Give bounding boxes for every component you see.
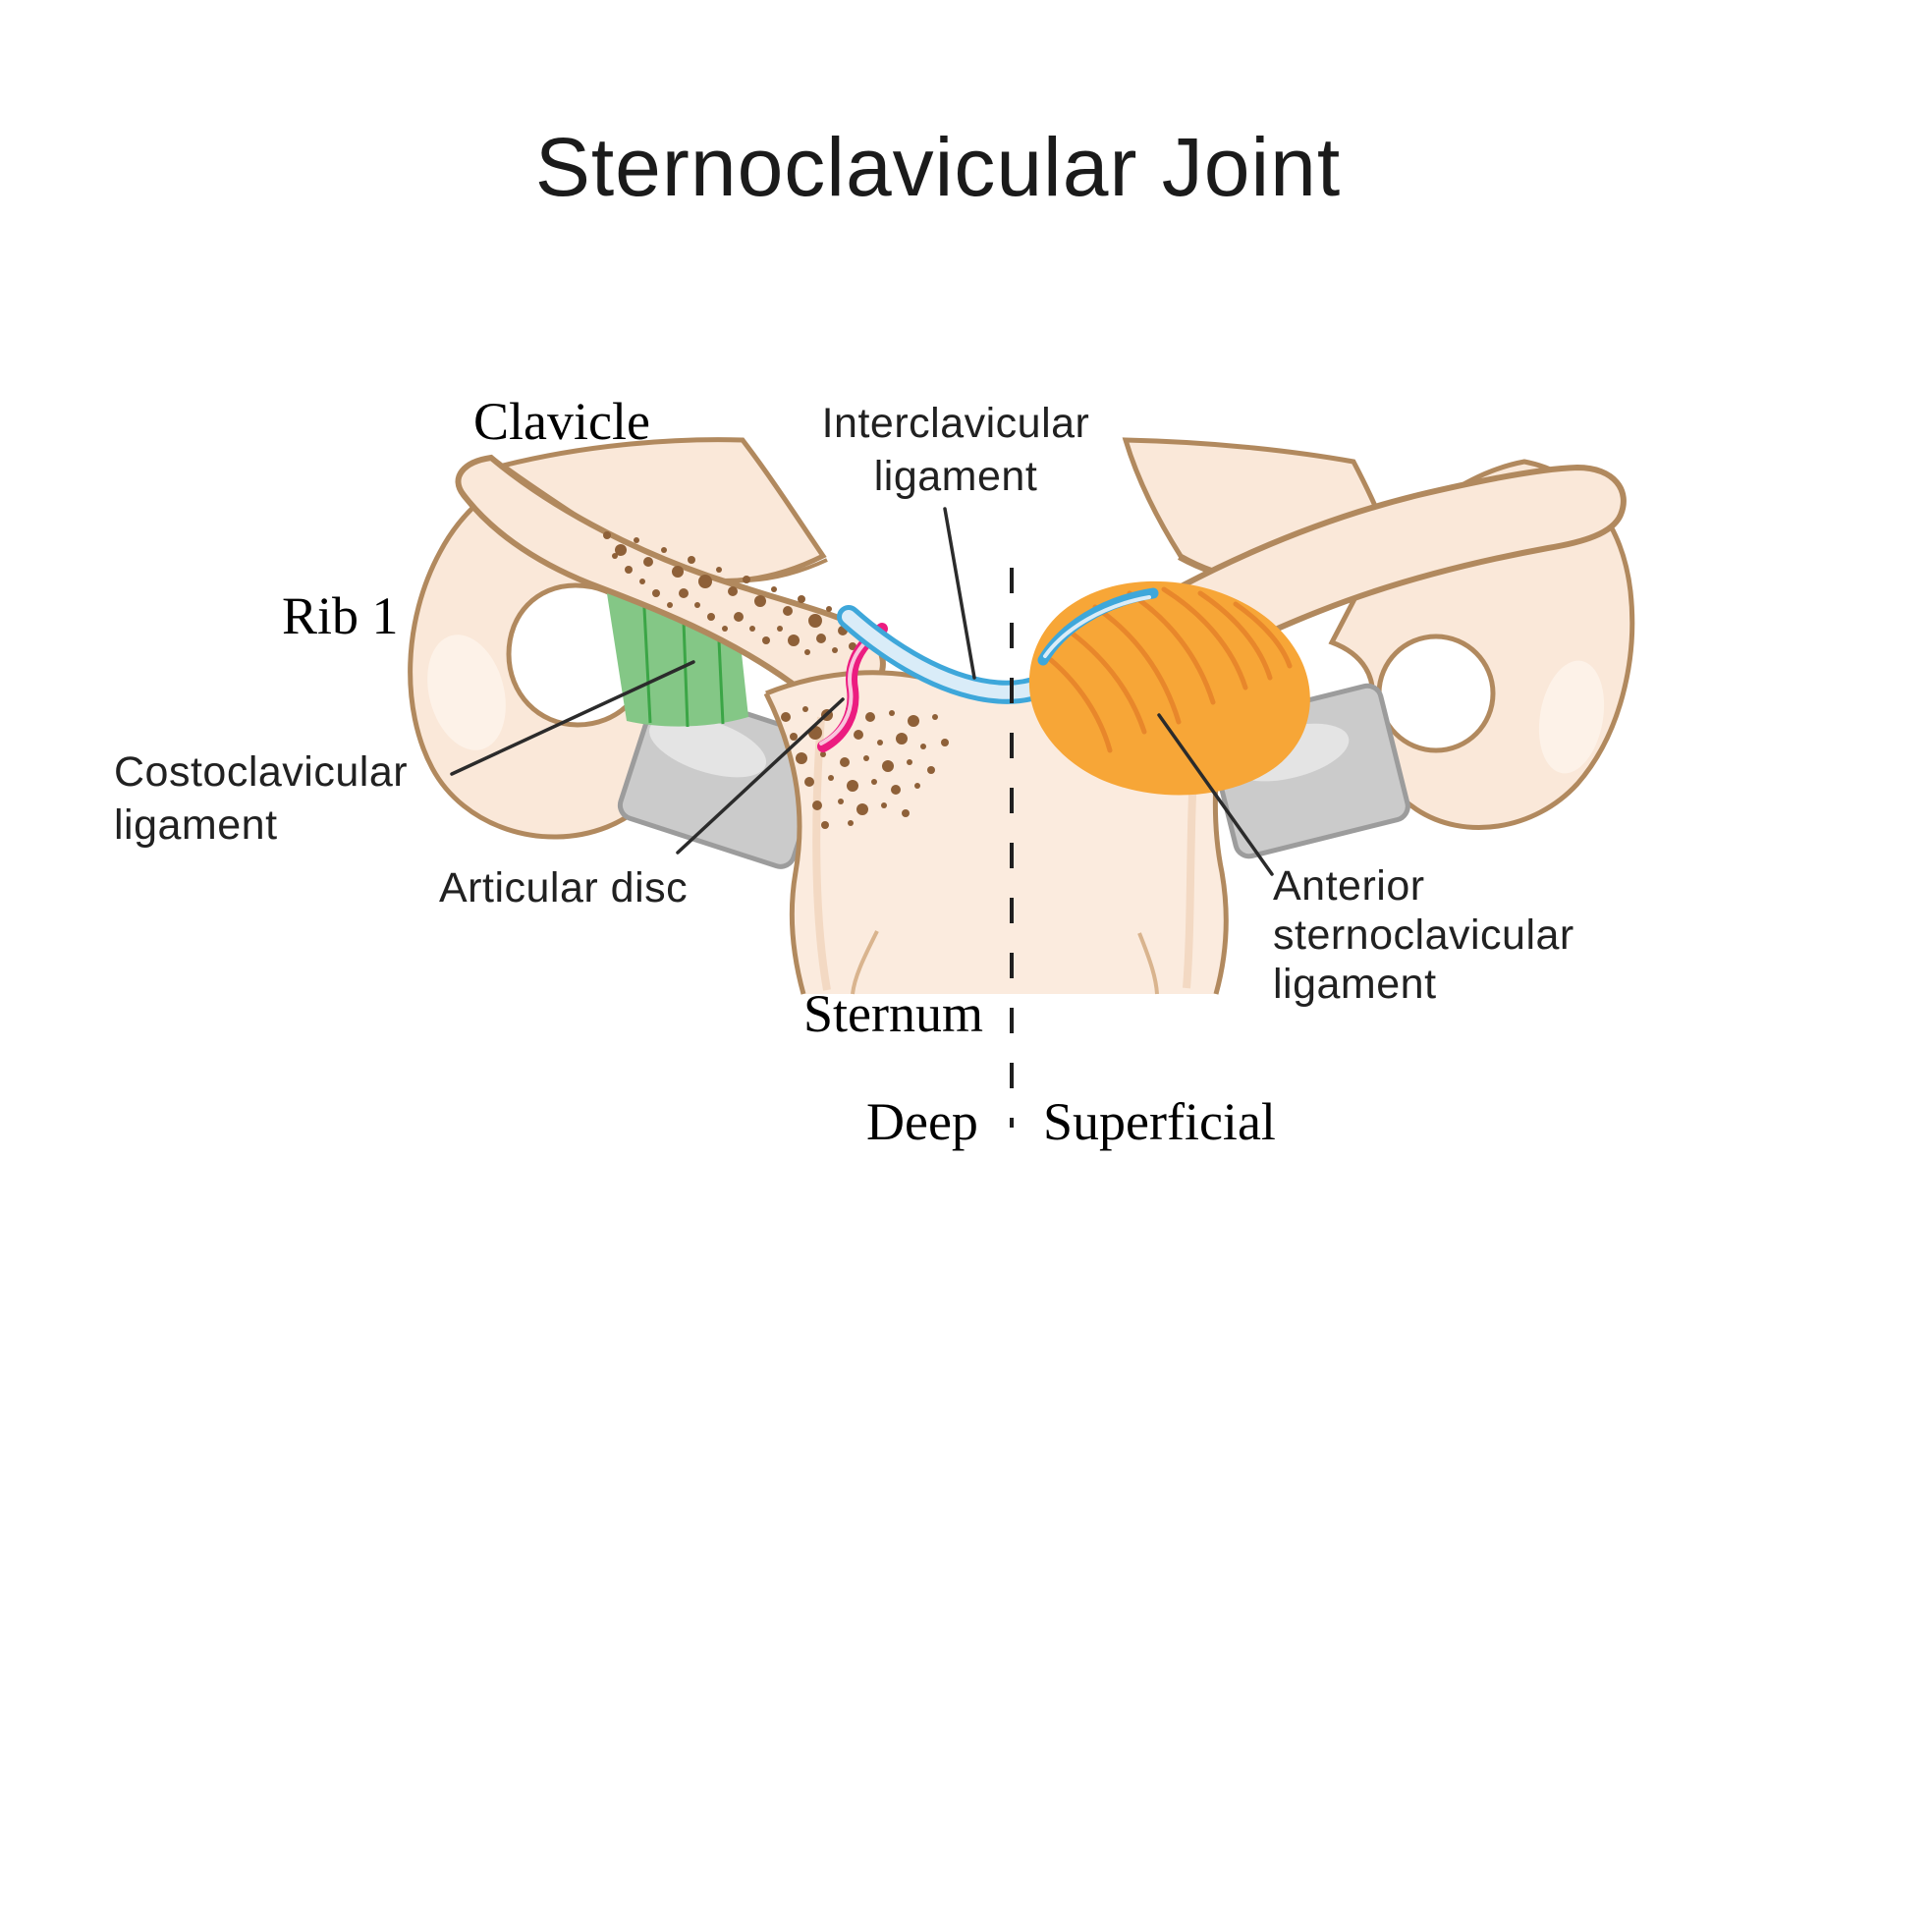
page-title: Sternoclavicular Joint xyxy=(534,121,1342,214)
label-costoclavicular-ligament: Costoclavicular ligament xyxy=(114,745,408,852)
label-clavicle: Clavicle xyxy=(473,392,650,451)
label-costoclavicular-line1: Costoclavicular xyxy=(114,748,409,796)
label-sternum: Sternum xyxy=(803,984,983,1043)
leader-line-anterior-ligament xyxy=(1157,713,1274,876)
leader-line-costoclavicular xyxy=(450,660,695,776)
label-superficial: Superficial xyxy=(1043,1092,1276,1151)
label-anterior-sternoclavicular-ligament: Anterior sternoclavicular ligament xyxy=(1273,861,1574,1009)
bone-speckles-clavicle xyxy=(603,531,856,655)
label-interclavicular-ligament: Interclavicular ligament xyxy=(759,397,1152,503)
label-deep: Deep xyxy=(866,1092,978,1151)
leader-line-articular-disc xyxy=(676,697,845,855)
label-anterior-line2: sternoclavicular xyxy=(1273,911,1574,959)
label-interclavicular-line1: Interclavicular xyxy=(821,400,1090,447)
label-anterior-line3: ligament xyxy=(1273,961,1437,1008)
label-interclavicular-line2: ligament xyxy=(873,453,1038,500)
articular-disc-shape xyxy=(817,623,888,752)
anterior-sternoclavicular-ligament-shape xyxy=(1028,580,1310,796)
label-articular-disc: Articular disc xyxy=(439,864,689,911)
label-rib-1: Rib 1 xyxy=(282,586,399,645)
rib-cartilage-left xyxy=(617,686,831,869)
label-costoclavicular-line2: ligament xyxy=(114,801,278,849)
label-anterior-line1: Anterior xyxy=(1273,862,1425,910)
leader-line-interclavicular xyxy=(943,507,976,680)
